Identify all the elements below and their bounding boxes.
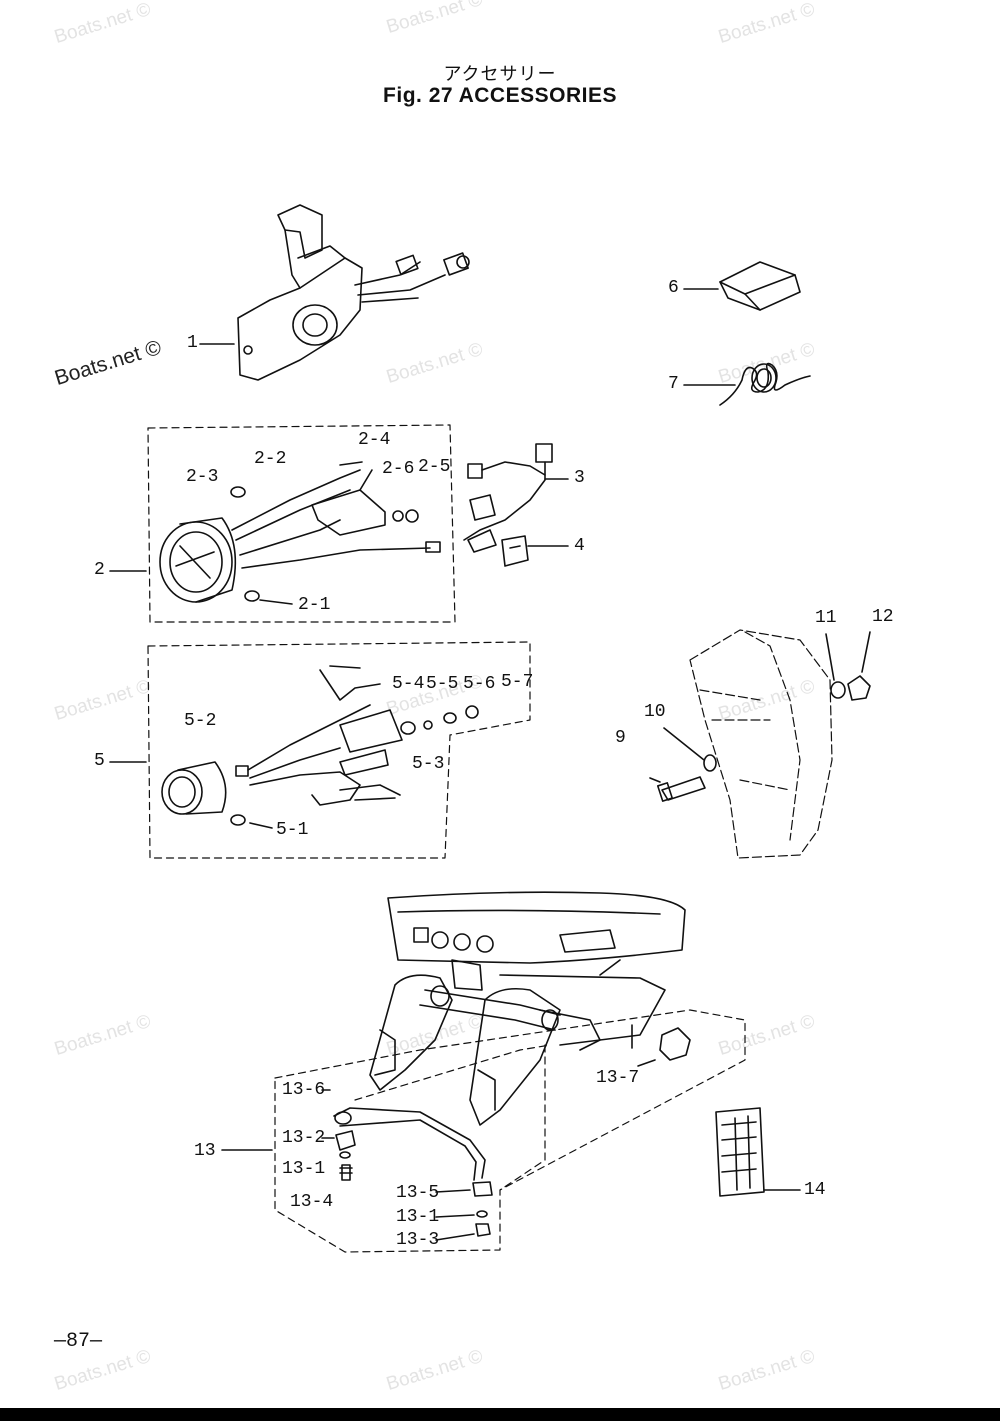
callout-2-5: 2-5 bbox=[418, 457, 451, 477]
figure-title-japanese: アクセサリー bbox=[443, 64, 557, 85]
callout-13: 13 bbox=[194, 1141, 216, 1161]
parts-9-12-hardware bbox=[649, 631, 871, 802]
callout-13-5: 13-5 bbox=[396, 1183, 440, 1203]
callout-5-1: 5-1 bbox=[276, 820, 309, 840]
callout-5: 5 bbox=[94, 751, 105, 771]
callout-5-2: 5-2 bbox=[184, 711, 217, 731]
callout-2-6: 2-6 bbox=[382, 459, 415, 479]
callout-13-1-lower: 13-1 bbox=[396, 1207, 440, 1227]
callout-13-2: 13-2 bbox=[282, 1128, 326, 1148]
callout-3: 3 bbox=[574, 468, 585, 488]
callout-2-3: 2-3 bbox=[186, 467, 219, 487]
callout-13-6: 13-6 bbox=[282, 1080, 326, 1100]
callout-6: 6 bbox=[668, 278, 679, 298]
callout-1: 1 bbox=[187, 333, 198, 353]
clamp-bracket bbox=[689, 629, 833, 859]
callout-11: 11 bbox=[815, 608, 837, 628]
page-bottom-border bbox=[0, 1408, 1000, 1421]
callout-4: 4 bbox=[574, 536, 585, 556]
callout-9: 9 bbox=[615, 728, 626, 748]
part-3-harness bbox=[463, 443, 569, 553]
callout-10: 10 bbox=[644, 702, 666, 722]
part-1-remote-control bbox=[199, 204, 470, 381]
callout-2-2: 2-2 bbox=[254, 449, 287, 469]
callout-7: 7 bbox=[668, 374, 679, 394]
part-7-spring bbox=[683, 362, 811, 406]
callout-5-7: 5-7 bbox=[501, 672, 534, 692]
figure-title: Fig. 27 ACCESSORIES bbox=[383, 84, 617, 107]
part-2-group bbox=[109, 424, 456, 623]
callout-5-5: 5-5 bbox=[426, 674, 459, 694]
part-6 bbox=[683, 261, 801, 311]
callout-5-3: 5-3 bbox=[412, 754, 445, 774]
callout-5-4: 5-4 bbox=[392, 674, 425, 694]
callout-13-1: 13-1 bbox=[282, 1159, 326, 1179]
callout-2-4: 2-4 bbox=[358, 430, 391, 450]
callout-13-3: 13-3 bbox=[396, 1230, 440, 1250]
callout-2: 2 bbox=[94, 560, 105, 580]
callout-2-1: 2-1 bbox=[298, 595, 331, 615]
callout-5-6: 5-6 bbox=[463, 674, 496, 694]
callout-12: 12 bbox=[872, 607, 894, 627]
page-number: —87— bbox=[54, 1330, 103, 1353]
callout-13-7: 13-7 bbox=[596, 1068, 640, 1088]
part-14-label bbox=[715, 1107, 801, 1197]
part-4-clip bbox=[501, 535, 569, 567]
part-13-bracket-assembly bbox=[221, 891, 746, 1253]
part-5-group bbox=[109, 641, 531, 859]
callout-13-4: 13-4 bbox=[290, 1192, 334, 1212]
callout-14: 14 bbox=[804, 1180, 826, 1200]
